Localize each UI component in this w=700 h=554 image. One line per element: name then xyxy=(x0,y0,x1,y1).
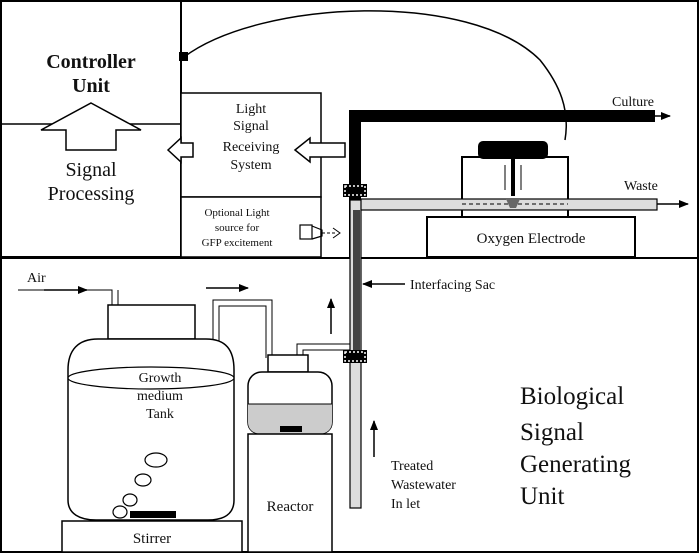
light-receiver-line3: Receiving xyxy=(223,140,280,155)
stir-bar xyxy=(130,511,176,518)
reactor-label: Reactor xyxy=(267,499,314,515)
tank-reactor-tube xyxy=(212,299,273,358)
hollow-left-arrow-receiver-icon xyxy=(293,136,346,164)
waste-label: Waste xyxy=(624,179,658,194)
bio-unit-line2: Signal xyxy=(520,419,584,446)
reactor-liquid xyxy=(248,404,332,434)
wastewater-line2: Wastewater xyxy=(391,478,456,493)
bio-unit-line3: Generating xyxy=(520,451,632,478)
stirrer-label: Stirrer xyxy=(133,531,171,547)
optional-light-line2: source for xyxy=(215,222,260,234)
light-receiver-line4: System xyxy=(230,158,271,173)
oxygen-electrode-box xyxy=(426,216,636,258)
signal-cable xyxy=(183,10,567,141)
growth-tank-body xyxy=(67,338,235,521)
hollow-up-arrow-icon xyxy=(40,102,142,151)
processing-label-1: Signal xyxy=(65,159,117,181)
electrode-cap xyxy=(478,141,548,159)
stirrer-base xyxy=(61,520,243,553)
growth-tank-line1: Growth xyxy=(139,371,182,386)
reactor-stand xyxy=(247,433,333,553)
wastewater-line1: Treated xyxy=(391,459,433,474)
air-bubbles xyxy=(112,452,168,519)
culture-label: Culture xyxy=(612,95,654,110)
oxygen-electrode-label: Oxygen Electrode xyxy=(477,231,586,247)
reactor-cap xyxy=(267,354,309,373)
bio-unit-line4: Unit xyxy=(520,483,565,510)
upper-clamp xyxy=(343,184,367,197)
optional-light-line3: GFP excitement xyxy=(202,237,273,249)
air-label: Air xyxy=(27,271,46,286)
controller-title-1: Controller xyxy=(46,51,136,73)
interfacing-sac-label: Interfacing Sac xyxy=(410,278,495,293)
processing-label-2: Processing xyxy=(48,183,135,205)
hollow-left-arrow-controller-icon xyxy=(166,136,194,164)
controller-title-2: Unit xyxy=(72,75,110,97)
light-receiver-line2: Signal xyxy=(233,119,269,134)
tank-lid xyxy=(107,304,196,340)
light-receiver-line1: Light xyxy=(236,102,266,117)
cable-connector xyxy=(179,52,188,61)
lower-clamp xyxy=(343,350,367,363)
optional-light-line1: Optional Light xyxy=(204,207,269,219)
optional-light-box xyxy=(180,196,322,258)
light-emitter-icon xyxy=(299,224,341,240)
interfacing-sac xyxy=(353,210,360,350)
electrode-tip xyxy=(506,199,520,208)
tank-liquid-surface xyxy=(67,366,235,390)
growth-tank-line3: Tank xyxy=(146,407,174,422)
wastewater-line3: In let xyxy=(391,497,420,512)
bio-unit-line1: Biological xyxy=(520,383,624,410)
growth-tank-line2: medium xyxy=(137,389,183,404)
reactor-stir-bar xyxy=(280,426,302,432)
